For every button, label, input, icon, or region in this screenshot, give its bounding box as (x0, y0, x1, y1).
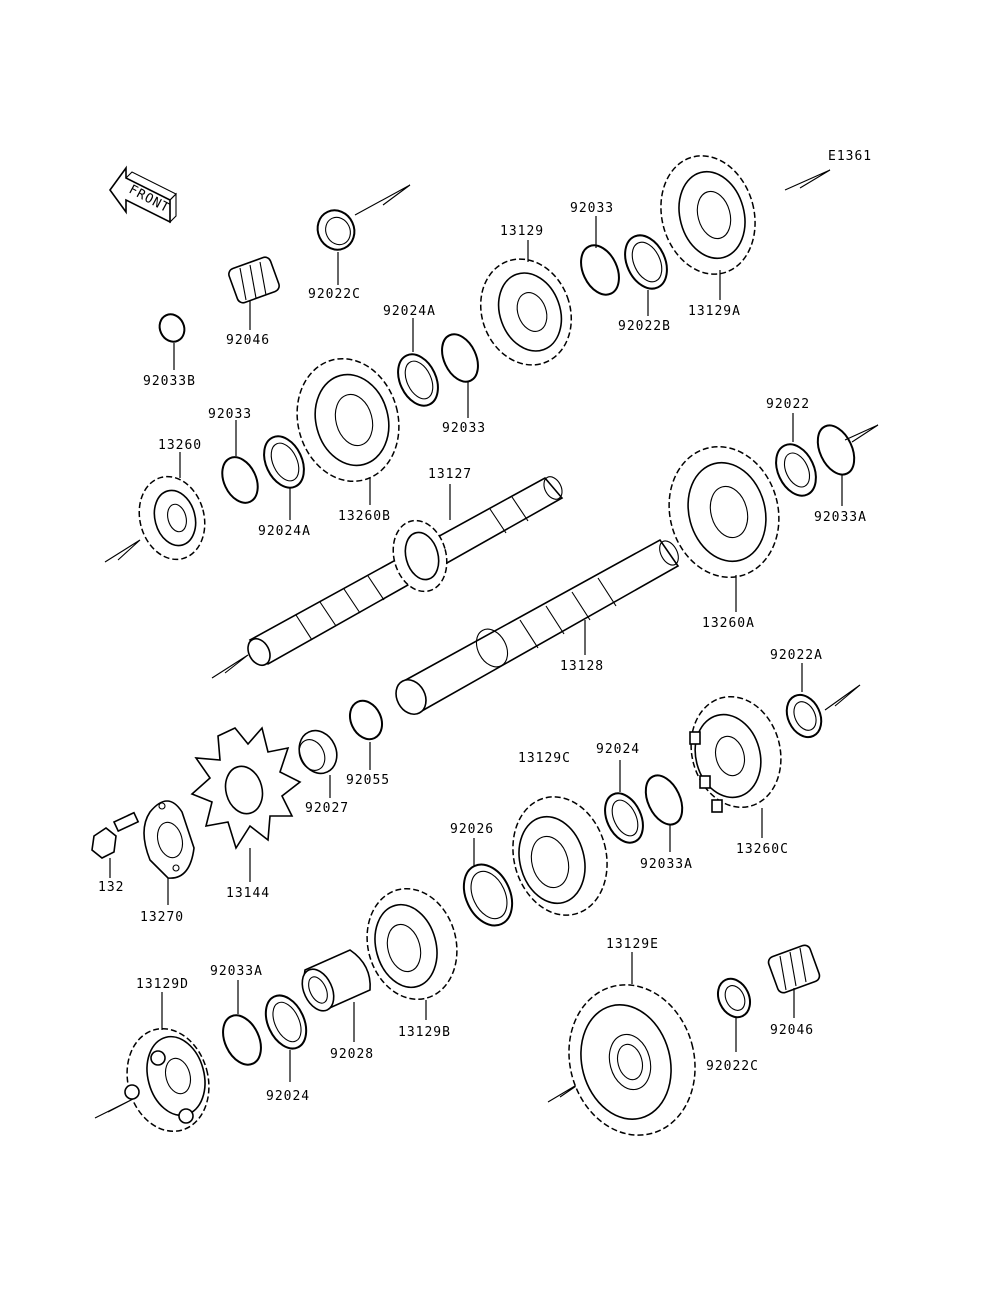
label-92027: 92027 (305, 801, 349, 816)
label-92024A-left: 92024A (258, 524, 311, 539)
washer-92024A-mid: 92024A (383, 304, 439, 407)
front-arrow-icon: FRONT (109, 165, 177, 224)
washer-92022C-low: 92022C (706, 977, 759, 1074)
circlip-92033A-mid: 92033A (640, 774, 693, 872)
washer-92022C-top: 92022C (308, 209, 361, 302)
gear-13129: 13129 (479, 224, 573, 366)
label-13129C: 13129C (518, 751, 571, 766)
ring-92055: 92055 (346, 699, 390, 788)
washer-92026: 92026 (450, 822, 514, 927)
gear-13260A: 13260A (668, 445, 780, 631)
sprocket-13144: 13144 (190, 726, 302, 901)
washer-92024A-left: 92024A (258, 435, 311, 539)
washer-92022B: 92022B (618, 234, 671, 334)
label-92046-low: 92046 (770, 1023, 814, 1038)
needle-bearing-92046-low: 92046 (767, 944, 821, 1038)
label-13260: 13260 (158, 438, 202, 453)
circlip-92033-top: 92033 (570, 201, 620, 296)
shaft-13127: 13127 (247, 467, 564, 667)
washer-92022A: 92022A (770, 648, 823, 739)
label-13260C: 13260C (736, 842, 789, 857)
gear-13260C: 13260C (689, 695, 789, 857)
label-92033-mid: 92033 (442, 421, 486, 436)
collar-92027: 92027 (298, 729, 349, 816)
circlip-92033-left: 92033 (208, 407, 259, 504)
label-92024-low: 92024 (266, 1089, 310, 1104)
circlip-92033A-low: 92033A (210, 964, 263, 1066)
washer-92024-mid: 92024 (596, 742, 644, 844)
label-13129A: 13129A (688, 304, 741, 319)
circlip-92033-mid: 92033 (441, 333, 486, 436)
plate-13270: 13270 (140, 800, 195, 925)
label-132: 132 (98, 880, 124, 895)
label-13144: 13144 (226, 886, 270, 901)
label-92033A-right: 92033A (814, 510, 867, 525)
gear-13129D: 13129D (124, 977, 210, 1133)
label-13129D: 13129D (136, 977, 189, 992)
label-92024A-mid: 92024A (383, 304, 436, 319)
label-92033B: 92033B (143, 374, 196, 389)
label-92022C-low: 92022C (706, 1059, 759, 1074)
gear-13129A: 13129A (660, 155, 756, 319)
shaft-13128: 13128 (395, 538, 680, 715)
bushing-92028: 92028 (301, 949, 374, 1062)
label-92033A-low: 92033A (210, 964, 263, 979)
label-92022B: 92022B (618, 319, 671, 334)
circlip-92033A-right: 92033A (814, 424, 867, 525)
label-13127: 13127 (428, 467, 472, 482)
needle-bearing-92046-top: 92046 (226, 256, 280, 348)
gear-13260B: 13260B (296, 357, 400, 524)
label-13129E: 13129E (606, 937, 659, 952)
gear-13260: 13260 (138, 438, 206, 561)
label-13129: 13129 (500, 224, 544, 239)
diagram-code: E1361 (828, 149, 872, 164)
label-92026: 92026 (450, 822, 494, 837)
label-92022A: 92022A (770, 648, 823, 663)
label-92022C-top: 92022C (308, 287, 361, 302)
label-13260A: 13260A (702, 616, 755, 631)
label-92055: 92055 (346, 773, 390, 788)
label-92033-top: 92033 (570, 201, 614, 216)
circlip-92033B: 92033B (143, 313, 196, 389)
label-13260B: 13260B (338, 509, 391, 524)
gear-13129E: 13129E (568, 937, 696, 1136)
gear-13129C: 13129C (512, 751, 608, 916)
label-92033A-mid: 92033A (640, 857, 693, 872)
label-92022: 92022 (766, 397, 810, 412)
gear-13129B: 13129B (366, 887, 458, 1040)
label-92033-left: 92033 (208, 407, 252, 422)
washer-92024-low: 92024 (264, 994, 310, 1104)
bolt-132: 132 (91, 811, 140, 895)
label-92046-top: 92046 (226, 333, 270, 348)
label-13128: 13128 (560, 659, 604, 674)
label-13270: 13270 (140, 910, 184, 925)
label-92024-mid: 92024 (596, 742, 640, 757)
label-92028: 92028 (330, 1047, 374, 1062)
label-13129B: 13129B (398, 1025, 451, 1040)
washer-92022: 92022 (766, 397, 817, 497)
